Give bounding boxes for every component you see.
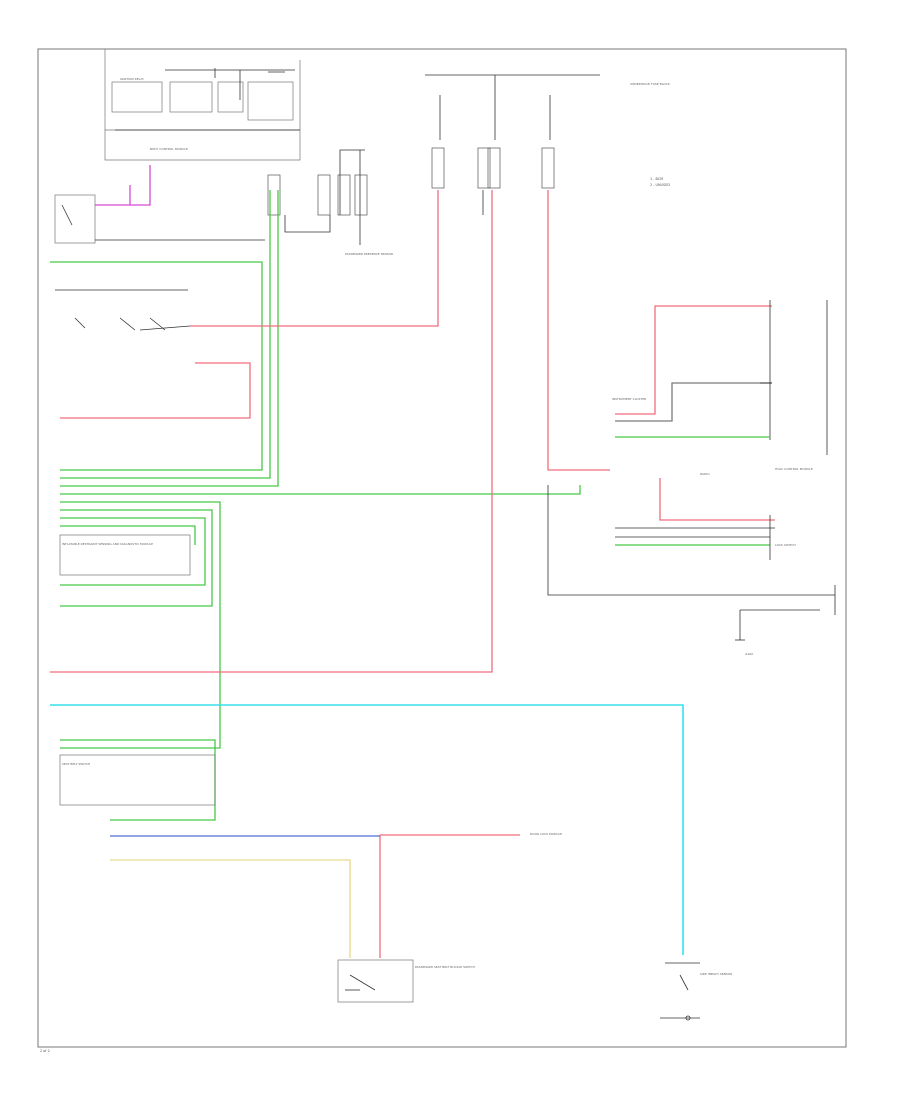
page-number: 2 of 2 xyxy=(40,1049,50,1053)
seat-module-box xyxy=(59,534,191,576)
label-inflatable-restraint: INFLATABLE RESTRAINT SENSING AND DIAGNOS… xyxy=(62,542,153,546)
top-connectors xyxy=(267,147,555,245)
red-wire-group xyxy=(50,190,775,958)
label-instrument-cluster: INSTRUMENT CLUSTER xyxy=(612,397,646,401)
gray-wire-group xyxy=(615,382,772,422)
label-buckle-switch: PASSENGER SEAT BELT BUCKLE SWITCH xyxy=(415,965,475,969)
label-lock-switch: LOCK SWITCH xyxy=(775,543,796,547)
label-side-impact: SIDE IMPACT SENSOR xyxy=(700,972,732,976)
legend-item-2: 2 - UNUSED xyxy=(650,183,670,187)
label-seat-belt-switch: SEAT BELT SWITCH xyxy=(62,762,90,766)
label-body-control-module: BODY CONTROL MODULE xyxy=(150,147,188,151)
label-passenger-sensor: PASSENGER PRESENCE SENSOR xyxy=(345,252,393,256)
presence-switch xyxy=(660,962,700,1021)
top-module-group xyxy=(104,49,301,161)
label-door-module: DOOR LOCK MODULE xyxy=(530,832,562,836)
label-ignition-relay: IGNITION RELAY xyxy=(120,77,144,81)
diagram-frame xyxy=(37,48,847,1048)
yellow-wire xyxy=(110,859,351,958)
sensing-module-box xyxy=(59,754,216,806)
label-hvac: HVAC CONTROL MODULE xyxy=(775,467,813,471)
label-ground: G200 xyxy=(745,652,753,656)
label-radio: RADIO xyxy=(700,472,710,476)
label-fuse-block: UNDERHOOD FUSE BLOCK xyxy=(630,82,671,86)
fuse-block xyxy=(425,74,600,215)
ignition-switch-area xyxy=(55,289,191,331)
right-connectors xyxy=(547,300,836,641)
legend-item-1: 1 - BCM xyxy=(650,177,663,181)
green-wire-bundle xyxy=(50,190,581,821)
buckle-switch-module xyxy=(337,959,414,1003)
cyan-wire-group xyxy=(50,704,684,955)
left-sensor-module xyxy=(54,165,265,244)
